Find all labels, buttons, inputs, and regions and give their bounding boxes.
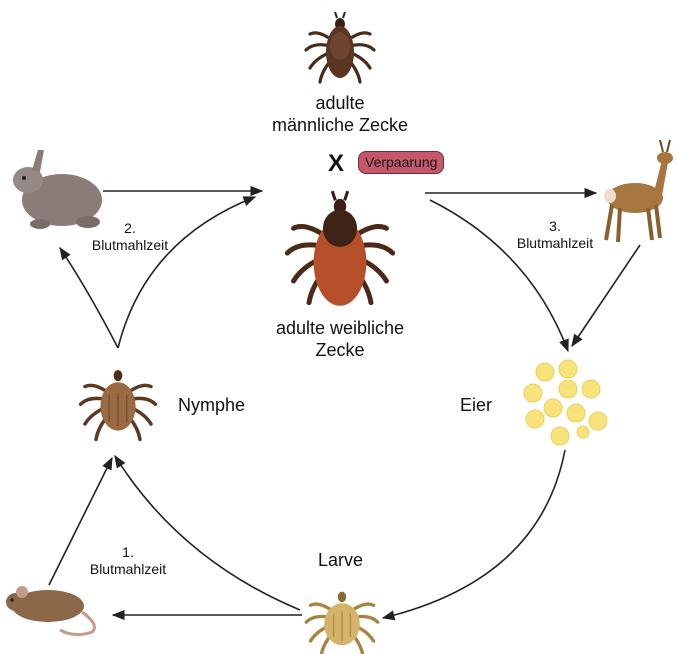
mouse-icon (6, 586, 94, 635)
male-tick-icon (306, 12, 374, 82)
arrow-larva-to-nymph (115, 456, 300, 610)
deer-icon (604, 140, 673, 242)
arrow-host3-to-eggs (572, 245, 640, 346)
nymph-tick-icon (81, 370, 156, 439)
mating-badge: Verpaarung (358, 151, 444, 174)
rabbit-icon (13, 150, 102, 229)
female-tick-icon (287, 191, 392, 306)
blood-meal-2-label: 2. Blutmahlzeit (80, 220, 180, 254)
arrow-eggs-to-larva (383, 450, 565, 618)
larva-tick-icon (306, 592, 377, 654)
nymph-label: Nymphe (178, 395, 245, 417)
eggs-icon (524, 360, 607, 445)
blood-meal-3-label: 3. Blutmahlzeit (505, 218, 605, 252)
male-tick-label: adulte männliche Zecke (255, 93, 425, 136)
cross-symbol: X (328, 150, 344, 178)
arrow-nymph-to-host2 (60, 248, 118, 348)
blood-meal-1-label: 1. Blutmahlzeit (78, 544, 178, 578)
larva-label: Larve (318, 550, 363, 572)
eggs-label: Eier (460, 395, 492, 417)
female-tick-label: adulte weibliche Zecke (250, 318, 430, 361)
